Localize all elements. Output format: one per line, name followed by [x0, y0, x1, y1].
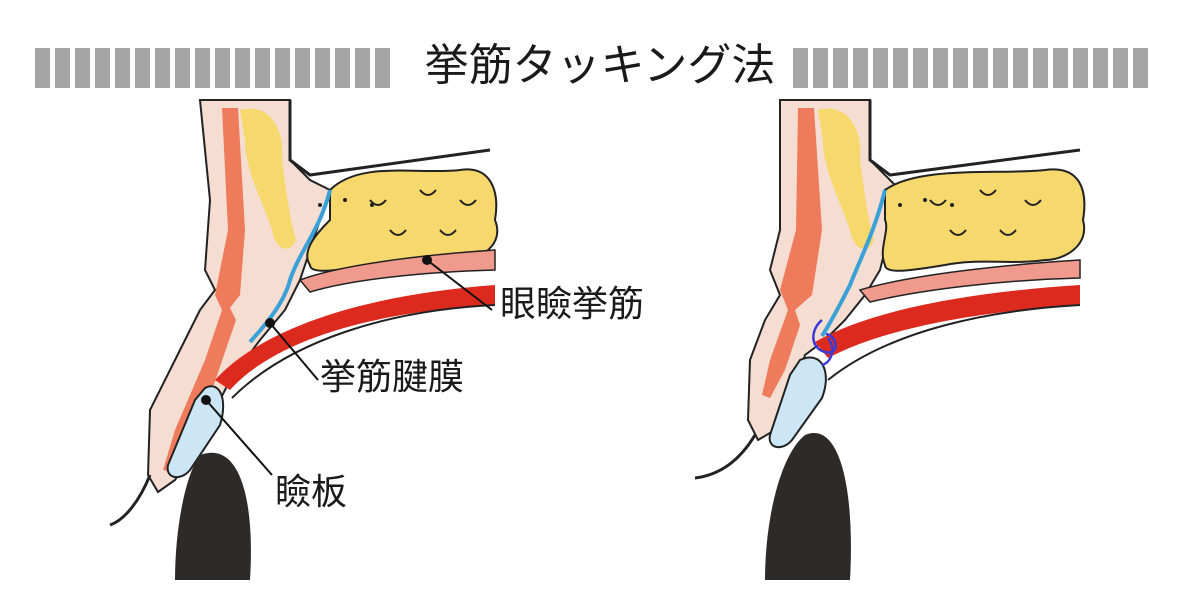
conjunctiva — [827, 304, 1081, 381]
brow-fat — [240, 108, 296, 249]
label-levator-aponeurosis: 挙筋腱膜 — [320, 357, 465, 398]
muller-muscle — [815, 285, 1080, 358]
eyelid-cross-section-after — [694, 99, 1086, 580]
orbicularis-muscle — [762, 108, 822, 398]
eye-dot — [318, 203, 322, 207]
fat-texture — [369, 189, 477, 236]
title-decoration-left — [35, 48, 390, 88]
diagram-before: 眼瞼挙筋 挙筋腱膜 瞼板 — [0, 80, 644, 600]
eye-dot — [898, 203, 902, 207]
diagram-after — [600, 80, 1200, 600]
conjunctiva — [231, 304, 496, 399]
eye-dot — [950, 203, 954, 207]
eye-dot — [923, 198, 927, 202]
eye-dot — [343, 198, 347, 202]
orbital-fat — [881, 168, 1086, 272]
levator-muscle — [298, 249, 496, 293]
levator-muscle — [858, 259, 1081, 303]
eyelash — [109, 474, 152, 527]
leader-tarsus — [205, 399, 273, 476]
orbital-rim — [868, 100, 1081, 177]
title-decoration-right — [793, 48, 1148, 88]
fat-texture — [929, 189, 1042, 236]
suture — [812, 319, 837, 367]
eyeball — [765, 432, 851, 580]
eyelid-cross-section-before — [109, 99, 499, 580]
orbital-rim — [288, 100, 491, 177]
label-levator-muscle: 眼瞼挙筋 — [500, 284, 645, 325]
eye-dot — [370, 203, 374, 207]
page-title: 挙筋タッキング法 — [424, 40, 776, 91]
header: 挙筋タッキング法 — [0, 18, 1200, 98]
eyeball — [175, 452, 251, 580]
leader-levator-muscle — [426, 259, 493, 311]
levator-aponeurosis — [820, 189, 887, 338]
leader-levator-aponeurosis — [269, 322, 319, 381]
brow-fat — [818, 108, 874, 249]
eyelash — [694, 434, 757, 480]
tarsus — [768, 356, 827, 449]
tarsus — [166, 385, 225, 479]
label-tarsus: 瞼板 — [275, 472, 348, 513]
